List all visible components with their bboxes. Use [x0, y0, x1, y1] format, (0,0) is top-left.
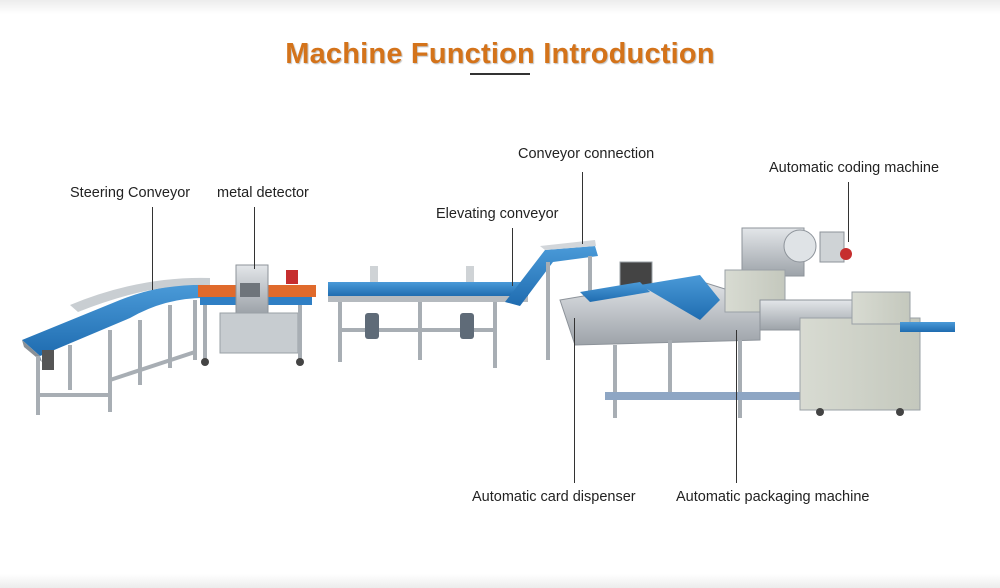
leader-steering-conveyor	[152, 207, 153, 290]
leader-conveyor-connection	[582, 172, 583, 244]
leader-automatic-card-dispenser	[574, 318, 575, 483]
bottom-band	[0, 574, 1000, 588]
leader-automatic-packaging-machine	[736, 330, 737, 483]
card-dispenser-graphic	[559, 261, 800, 418]
metal-detector-graphic	[198, 264, 316, 366]
steering-conveyor-graphic	[22, 277, 212, 415]
label-elevating-conveyor: Elevating conveyor	[436, 206, 559, 222]
leader-elevating-conveyor	[512, 228, 513, 286]
page-title: Machine Function Introduction	[285, 38, 715, 70]
label-conveyor-connection: Conveyor connection	[518, 146, 655, 162]
label-metal-detector: metal detector	[217, 185, 309, 201]
title-underline	[470, 73, 530, 75]
top-band	[0, 0, 1000, 14]
label-steering-conveyor: Steering Conveyor	[70, 185, 191, 201]
straight-conveyor-graphic	[328, 266, 528, 368]
packaging-machine-graphic	[724, 227, 955, 416]
label-automatic-packaging-machine: Automatic packaging machine	[676, 489, 870, 505]
label-automatic-card-dispenser: Automatic card dispenser	[472, 489, 636, 505]
leader-metal-detector	[254, 207, 255, 269]
label-automatic-coding-machine: Automatic coding machine	[769, 160, 940, 176]
leader-automatic-coding-machine	[848, 182, 849, 242]
